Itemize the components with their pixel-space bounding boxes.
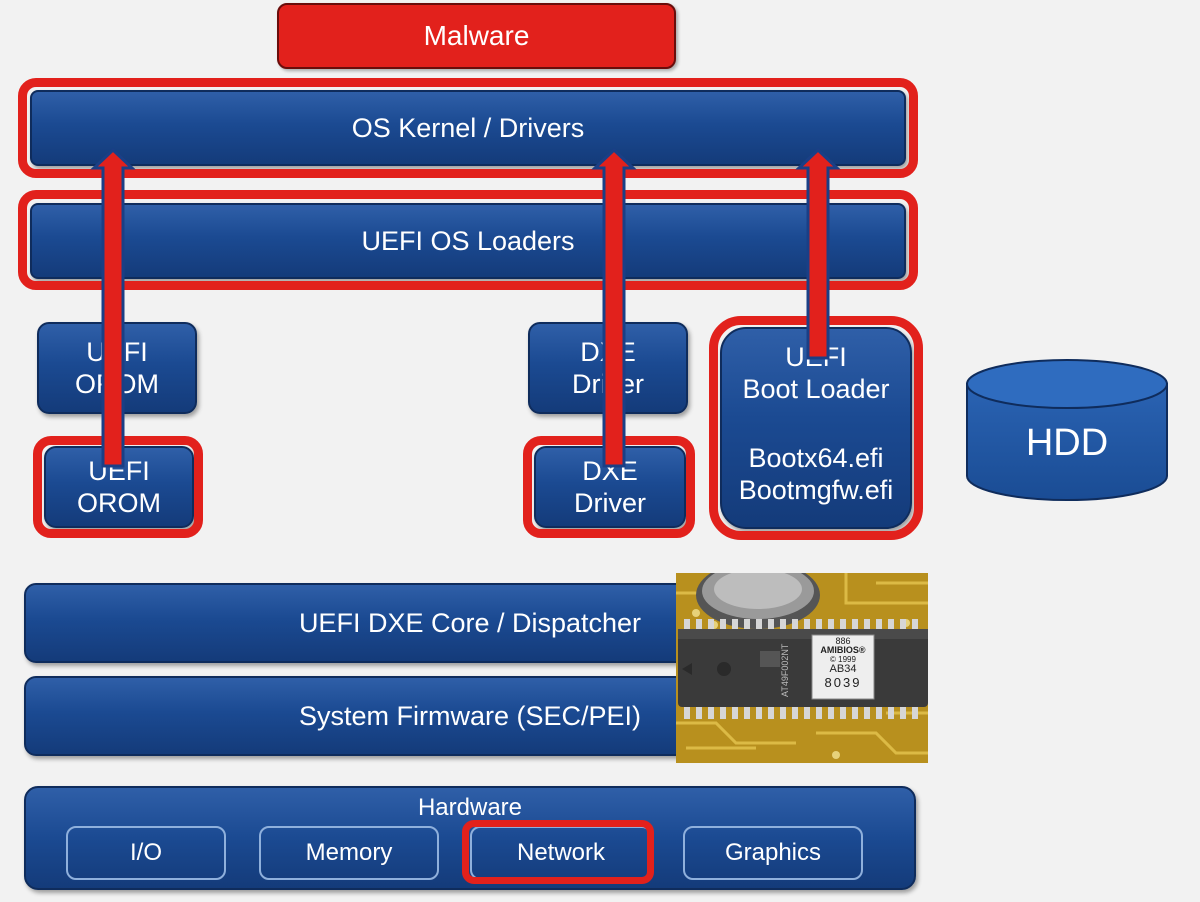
- malware-box: Malware: [277, 3, 676, 69]
- bios-sticker-line1: 886: [835, 636, 851, 646]
- system-firmware-label: System Firmware (SEC/PEI): [298, 700, 642, 731]
- bios-sticker-line4: AB34: [829, 663, 857, 676]
- dxe-core-label: UEFI DXE Core / Dispatcher: [298, 607, 642, 638]
- os-kernel-label: OS Kernel / Drivers: [351, 112, 585, 143]
- bios-chip-photo: AT49F002NT 886 AMIBIOS® © 1999 AB34 8039: [676, 573, 928, 763]
- arrow-up-icon: [591, 147, 637, 468]
- hardware-graphics: Graphics: [683, 826, 863, 880]
- hardware-io: I/O: [66, 826, 226, 880]
- hardware-memory: Memory: [259, 826, 439, 880]
- hardware-layer: Hardware I/O Memory Network Graphics: [24, 786, 916, 890]
- boot-loader-file1: Bootx64.efi: [748, 442, 884, 473]
- boot-loader-line2: Boot Loader: [742, 374, 890, 405]
- hdd-label: HDD: [1025, 422, 1109, 464]
- hardware-title: Hardware: [417, 794, 523, 821]
- arrow-up-icon: [90, 147, 136, 468]
- hdd-cylinder-icon: [966, 359, 1168, 501]
- bios-sticker-line3: © 1999: [830, 654, 856, 664]
- bios-sticker-line2: AMIBIOS®: [820, 645, 866, 656]
- uefi-os-loaders-layer: UEFI OS Loaders: [30, 203, 906, 279]
- uefi-os-loaders-label: UEFI OS Loaders: [361, 225, 575, 256]
- dxe-bottom-line2: Driver: [574, 488, 646, 518]
- os-kernel-layer: OS Kernel / Drivers: [30, 90, 906, 166]
- orom-bottom-line2: OROM: [77, 488, 161, 518]
- bios-sticker-line5: 8039: [824, 674, 862, 690]
- boot-loader-file2: Bootmgfw.efi: [738, 475, 894, 506]
- arrow-up-icon: [795, 147, 841, 360]
- bios-chip-sticker: 886 AMIBIOS® © 1999 AB34 8039: [812, 636, 874, 690]
